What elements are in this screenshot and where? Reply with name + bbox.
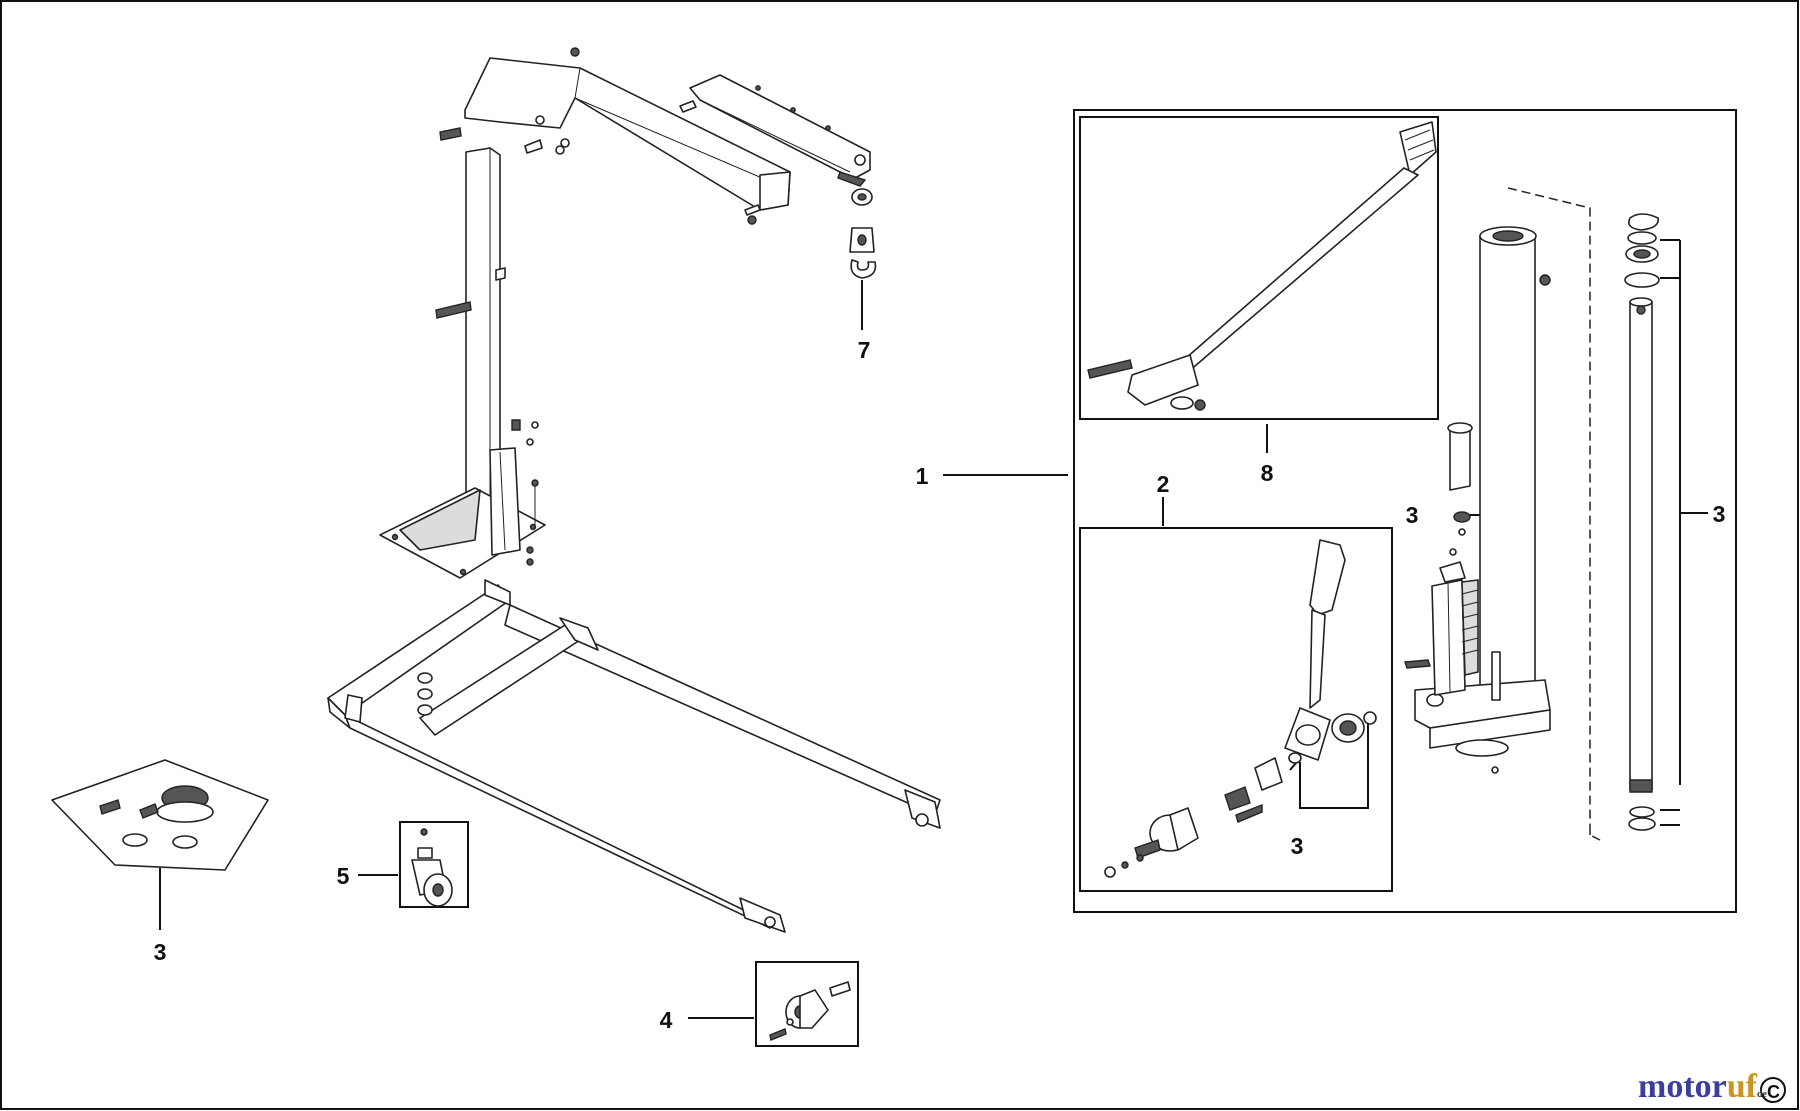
callout-8: 8 (1261, 460, 1274, 486)
copyright-icon (1760, 1077, 1786, 1103)
callout-3-ram: 3 (1713, 501, 1726, 527)
callout-5: 5 (337, 863, 350, 889)
callout-2: 2 (1157, 471, 1170, 497)
lifting-handle (1087, 121, 1437, 411)
leader-line-3-pump (1289, 712, 1369, 809)
callout-7: 7 (858, 337, 871, 363)
boom-extension (679, 74, 871, 187)
callout-3-bag: 3 (154, 939, 167, 965)
callout-4: 4 (660, 1007, 673, 1033)
hook (849, 188, 877, 330)
ram (1507, 187, 1660, 841)
callout-3-pump: 3 (1291, 833, 1304, 859)
crane-boom (464, 47, 791, 211)
watermark-part-a: motor (1638, 1068, 1727, 1105)
lifting-handle-box (1079, 116, 1439, 420)
leader-line-3-ram (1660, 239, 1708, 826)
callout-1: 1 (916, 463, 929, 489)
copyright-glyph: C (1767, 1082, 1780, 1102)
watermark-part-b: uf (1726, 1068, 1757, 1105)
rear-roller (688, 961, 859, 1047)
mast (379, 147, 546, 579)
pump-handle-box (1079, 527, 1393, 892)
seal-kit-bag (51, 759, 269, 930)
watermark-suffix: de (1756, 1089, 1767, 1100)
boom-fasteners (439, 127, 761, 225)
watermark: motorufde (1638, 1068, 1788, 1105)
pump-handle (1104, 539, 1377, 878)
jack-assembly-box (1073, 109, 1737, 913)
callout-3-spring: 3 (1406, 502, 1419, 528)
base-frame (327, 579, 941, 933)
hydraulic-cylinder (1404, 226, 1551, 774)
castor-wheel (358, 821, 469, 908)
